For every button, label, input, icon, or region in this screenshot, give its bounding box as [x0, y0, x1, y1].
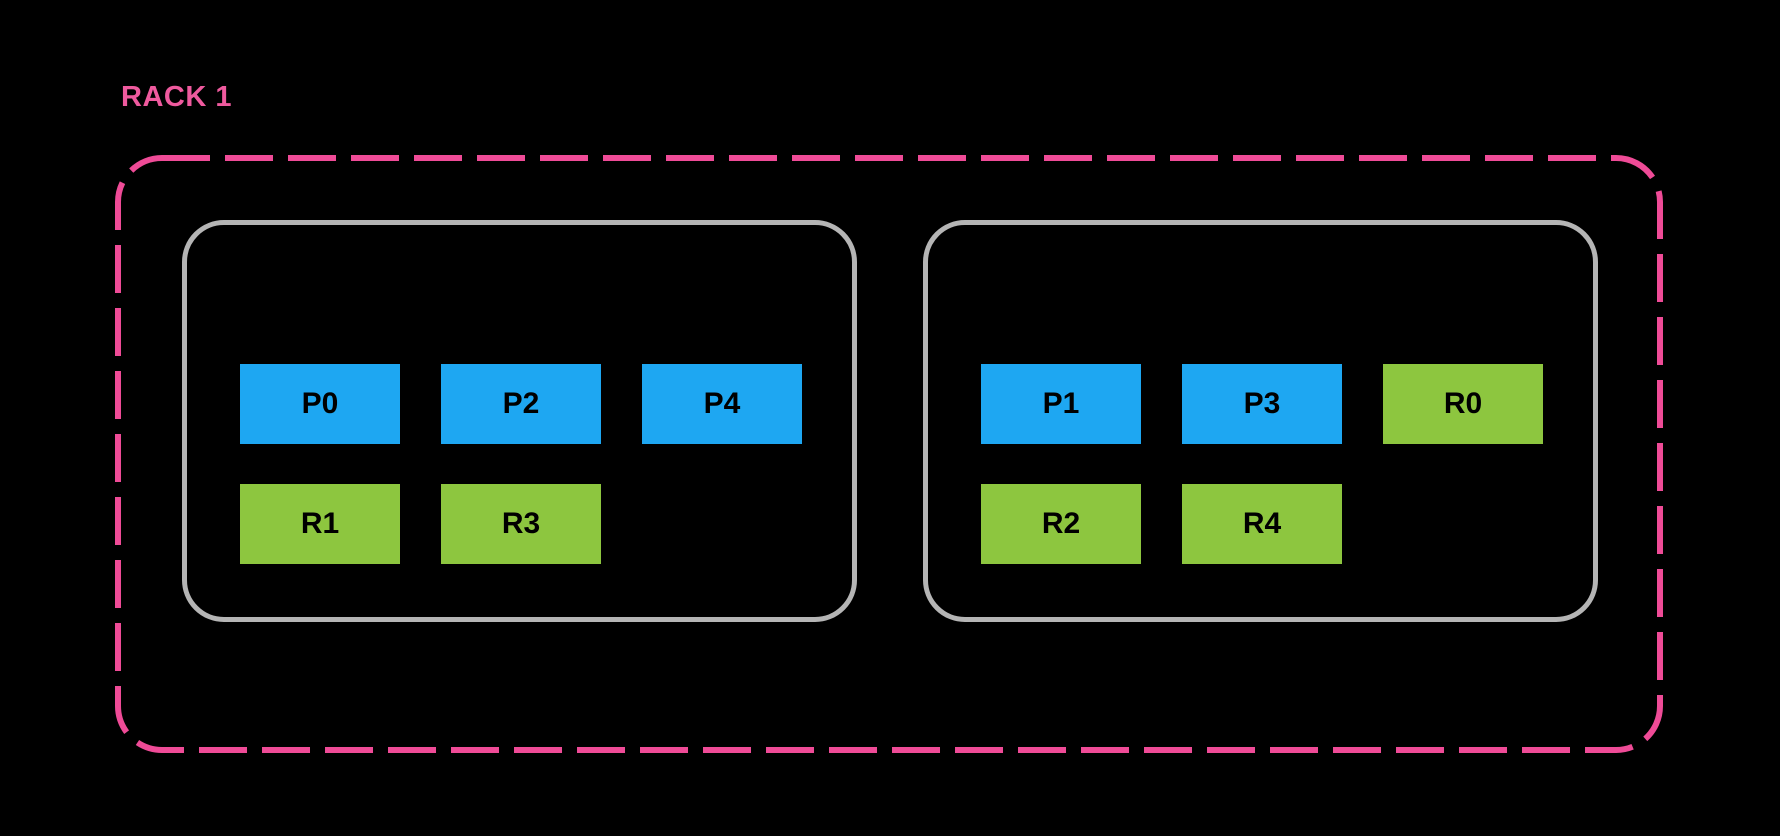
rack-title: RACK 1: [121, 81, 232, 113]
slot-p0: P0: [240, 364, 400, 444]
slot-p4-label: P4: [703, 387, 741, 420]
slot-r2: R2: [981, 484, 1141, 564]
slot-r0-label: R0: [1443, 387, 1483, 420]
slot-r1: R1: [240, 484, 400, 564]
slot-p2-label: P2: [502, 387, 540, 420]
slot-r4-label: R4: [1242, 507, 1282, 540]
slot-r0: R0: [1383, 364, 1543, 444]
slot-r3: R3: [441, 484, 601, 564]
node-panel-right: [923, 220, 1598, 622]
slot-r1-label: R1: [300, 507, 340, 540]
slot-p0-label: P0: [301, 387, 339, 420]
slot-r4: R4: [1182, 484, 1342, 564]
slot-p1: P1: [981, 364, 1141, 444]
slot-r3-label: R3: [501, 507, 541, 540]
slot-p3: P3: [1182, 364, 1342, 444]
slot-p1-label: P1: [1042, 387, 1080, 420]
slot-p4: P4: [642, 364, 802, 444]
slot-p3-label: P3: [1243, 387, 1281, 420]
rack-boundary-dashed-border: [115, 155, 1663, 753]
node-panel-left: [182, 220, 857, 622]
slot-r2-label: R2: [1041, 507, 1081, 540]
slot-p2: P2: [441, 364, 601, 444]
